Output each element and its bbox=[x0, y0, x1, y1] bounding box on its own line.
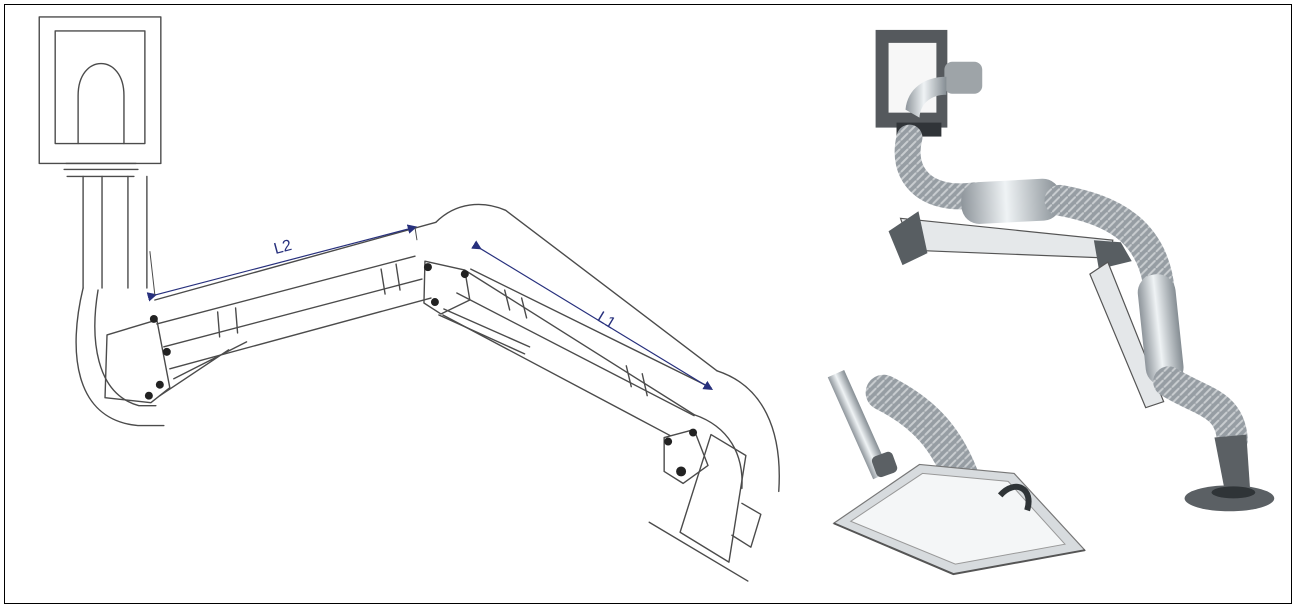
dimension-l1: L1 bbox=[471, 240, 714, 390]
photo-wall-mount bbox=[875, 29, 983, 137]
upper-bend bbox=[435, 203, 718, 372]
dimension-label-l1: L1 bbox=[594, 309, 618, 333]
arm-l2-middle bbox=[163, 278, 423, 348]
joint-plate-middle bbox=[423, 260, 471, 315]
photo-hood-inset bbox=[827, 363, 1092, 578]
wall-mount-arch bbox=[77, 62, 125, 145]
hood-plate bbox=[648, 521, 749, 582]
right-elbow bbox=[716, 370, 780, 493]
vertical-duct bbox=[82, 175, 148, 289]
wall-mount-flange bbox=[63, 162, 139, 178]
lower-elbow-inner bbox=[94, 289, 157, 407]
product-photo-panel bbox=[820, 5, 1290, 603]
small-strut bbox=[159, 341, 248, 397]
wall-mount-box bbox=[38, 16, 162, 165]
dimension-label-l2: L2 bbox=[272, 237, 294, 258]
lower-elbow bbox=[75, 287, 165, 427]
joint-plate-right bbox=[663, 428, 709, 485]
arm-l1-middle bbox=[456, 292, 695, 417]
wall-mount-inner bbox=[54, 30, 146, 145]
arm-l2-details bbox=[216, 263, 401, 338]
photo-arm bbox=[888, 124, 1275, 512]
right-elbow-inner bbox=[693, 413, 743, 490]
figure-frame: L2 L1 bbox=[4, 4, 1292, 604]
extraction-arm-line-drawing: L2 L1 bbox=[38, 16, 780, 582]
arm-l2-lower bbox=[169, 297, 432, 370]
arm-l1-upper bbox=[470, 268, 712, 389]
arm-l1-lower bbox=[442, 314, 671, 437]
dimension-l2: L2 bbox=[146, 224, 418, 302]
technical-drawing-panel: L2 L1 bbox=[5, 5, 815, 603]
gas-spring bbox=[438, 308, 531, 355]
hood-handle bbox=[731, 502, 762, 548]
joint-plate-left bbox=[104, 319, 171, 404]
arm-l2-upper bbox=[156, 255, 416, 325]
hood-neck bbox=[679, 433, 747, 563]
extraction-arm-photo bbox=[827, 29, 1275, 578]
